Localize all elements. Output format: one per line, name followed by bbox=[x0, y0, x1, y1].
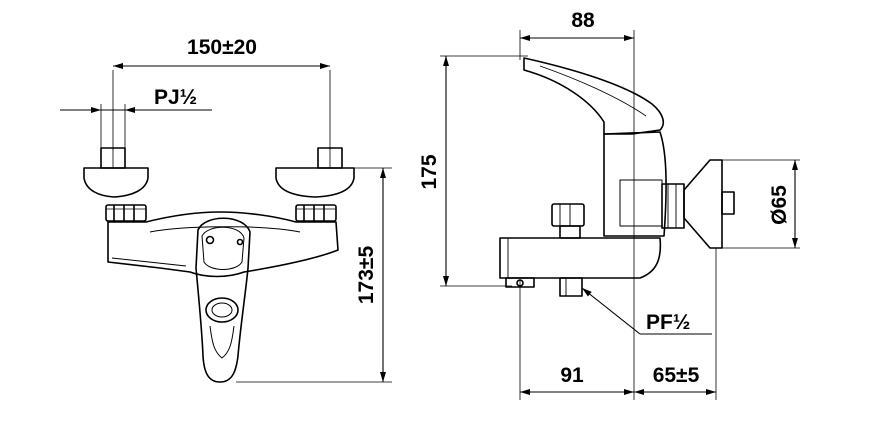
side-lever bbox=[523, 57, 665, 135]
lever-inner bbox=[201, 226, 245, 270]
label-spout-length: 91 bbox=[560, 364, 584, 387]
side-spout bbox=[499, 237, 662, 279]
label-side-height: 175 bbox=[418, 154, 441, 189]
right-escutcheon bbox=[275, 167, 355, 198]
shower-outlet bbox=[559, 277, 583, 297]
body-lower-line bbox=[111, 257, 187, 267]
label-flange-diameter: Ø65 bbox=[768, 185, 791, 225]
wall-flange bbox=[683, 159, 723, 249]
side-inlet-stub bbox=[721, 191, 735, 215]
label-inlet-thread: PJ½ bbox=[154, 86, 197, 109]
left-escutcheon bbox=[83, 167, 149, 198]
side-cartridge bbox=[603, 131, 667, 237]
right-inlet-stub bbox=[317, 147, 343, 169]
right-nut bbox=[295, 204, 337, 222]
spout-outlet bbox=[205, 297, 239, 323]
left-inlet-stub bbox=[100, 147, 126, 169]
side-dimensions bbox=[443, 35, 798, 395]
leader-outlet-thread bbox=[581, 287, 641, 335]
diverter-knob bbox=[551, 203, 585, 239]
label-wall-offset: 65±5 bbox=[653, 364, 700, 387]
lever-cap bbox=[205, 235, 215, 245]
label-center-spacing: 150±20 bbox=[187, 36, 257, 59]
label-front-height: 173±5 bbox=[355, 246, 378, 305]
label-outlet-thread: PF½ bbox=[646, 311, 690, 334]
side-view bbox=[499, 57, 735, 297]
mixer-body bbox=[107, 211, 339, 278]
front-view bbox=[83, 70, 355, 383]
label-depth-top: 88 bbox=[571, 9, 595, 32]
left-nut bbox=[105, 204, 147, 222]
side-extension-lines bbox=[440, 30, 800, 400]
lever-handle bbox=[195, 217, 251, 383]
front-dimensions bbox=[60, 63, 392, 383]
